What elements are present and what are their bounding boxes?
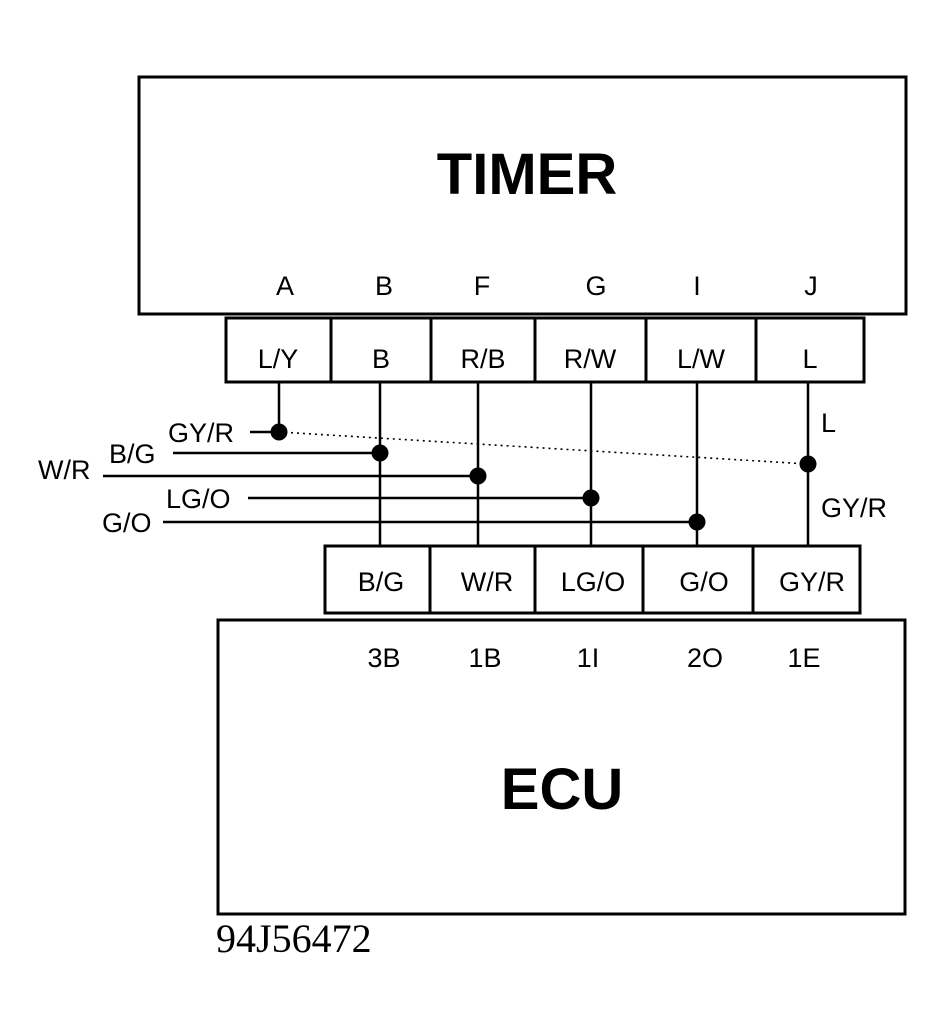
- timer-title: TIMER: [437, 142, 617, 207]
- splice-node-gy-r-left: [270, 423, 288, 441]
- ecu-title: ECU: [501, 757, 623, 822]
- ecu-pin-2o: 2O: [687, 643, 723, 673]
- splice-node-b-g: [371, 444, 389, 462]
- splice-label-w-r: W/R: [38, 455, 90, 485]
- figure-id: 94J56472: [216, 916, 372, 961]
- ecu-pin-1e: 1E: [787, 643, 820, 673]
- ecu-wire-gy-r: GY/R: [779, 567, 845, 597]
- ecu-connector-cell: [641, 544, 755, 615]
- ecu-wire-g-o: G/O: [679, 567, 729, 597]
- dotted-gy-r-link: [278, 431, 809, 465]
- splice-node-lg-o: [582, 489, 600, 507]
- ecu-connector: [323, 544, 862, 615]
- timer-pin-g: G: [585, 271, 606, 301]
- splice-label-b-g: B/G: [109, 439, 156, 469]
- ecu-pin-1b: 1B: [468, 643, 501, 673]
- ecu-wire-b-g: B/G: [358, 567, 405, 597]
- ecu-connector-cell: [428, 544, 537, 615]
- splice-node-g-o: [688, 513, 706, 531]
- timer-pin-a: A: [276, 271, 294, 301]
- timer-wire-l-y: L/Y: [258, 344, 299, 374]
- splice-label-lg-o: LG/O: [166, 484, 231, 514]
- splice-label-gy-r-left: GY/R: [168, 418, 234, 448]
- splice-label-gy-r-right: GY/R: [821, 493, 887, 523]
- ecu-pin-1i: 1I: [577, 643, 600, 673]
- timer-wire-b: B: [372, 344, 390, 374]
- ecu-connector-cell: [751, 544, 862, 615]
- timer-connector-cell: [644, 316, 758, 384]
- splice-node-w-r: [469, 467, 487, 485]
- timer-wire-r-b: R/B: [460, 344, 505, 374]
- timer-pin-b: B: [375, 271, 393, 301]
- timer-pin-i: I: [693, 271, 701, 301]
- splice-node-gy-r-right: [799, 455, 817, 473]
- timer-wire-r-w: R/W: [564, 344, 617, 374]
- timer-module: [137, 75, 908, 316]
- ecu-pin-3b: 3B: [367, 643, 400, 673]
- splice-label-g-o: G/O: [102, 508, 152, 538]
- timer-pin-j: J: [804, 271, 818, 301]
- ecu-wire-w-r: W/R: [461, 567, 513, 597]
- timer-wire-l: L: [802, 344, 817, 374]
- timer-pin-f: F: [474, 271, 491, 301]
- ecu-module: [216, 618, 907, 916]
- splice-label-l-right: L: [821, 408, 836, 438]
- timer-connector: [224, 316, 866, 384]
- ecu-wire-lg-o: LG/O: [561, 567, 626, 597]
- timer-connector-cell: [754, 316, 866, 384]
- timer-wire-l-w: L/W: [677, 344, 726, 374]
